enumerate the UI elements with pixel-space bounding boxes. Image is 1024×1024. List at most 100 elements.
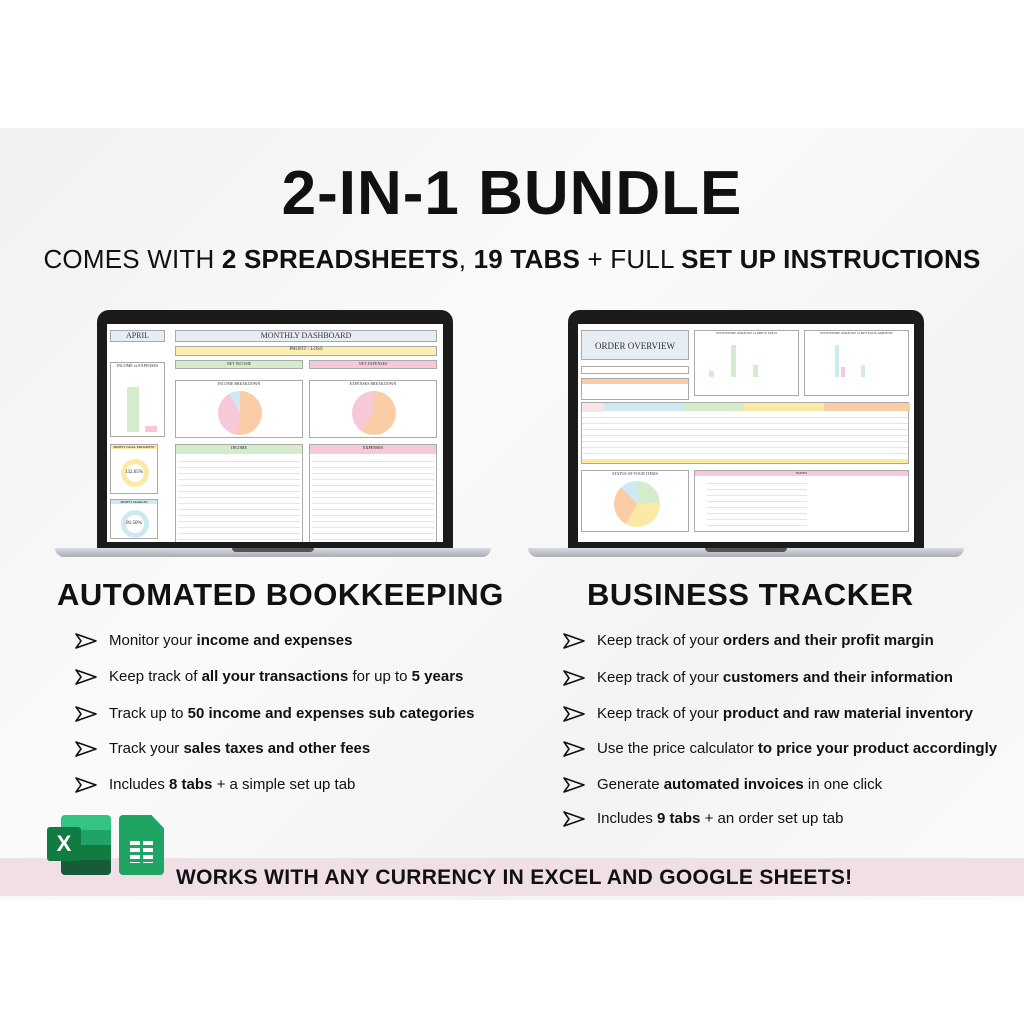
profit-goal-value: 132.65% bbox=[125, 470, 143, 475]
text: Generate bbox=[597, 776, 664, 793]
expenses-table bbox=[312, 456, 434, 541]
arrow-icon bbox=[75, 776, 97, 793]
bullet-text: Keep track of all your transactions for … bbox=[109, 668, 463, 685]
text: Keep track of your bbox=[597, 705, 723, 722]
tracker-heading: BUSINESS TRACKER bbox=[587, 577, 914, 612]
profit-goal-title: PROFIT GOAL PROGRESS bbox=[111, 445, 157, 449]
status-chart-title: STATUS OF YOUR ITEMS bbox=[612, 471, 658, 476]
bold-text: orders and their profit margin bbox=[722, 632, 934, 649]
bold-text: sales taxes and other fees bbox=[183, 740, 371, 757]
arrow-icon bbox=[75, 705, 97, 722]
arrow-icon bbox=[563, 705, 585, 722]
income-bar bbox=[127, 387, 139, 432]
arrow-icon bbox=[75, 632, 97, 649]
text: + a simple set up tab bbox=[212, 776, 356, 793]
left-feature-bullet: Includes 8 tabs + a simple set up tab bbox=[75, 776, 355, 793]
text: Keep track of your bbox=[597, 632, 723, 649]
banner-text: WORKS WITH ANY CURRENCY IN EXCEL AND GOO… bbox=[176, 866, 853, 889]
banner bbox=[0, 858, 1024, 896]
profit-margin-title: PROFIT MARGIN bbox=[111, 500, 157, 504]
left-feature-bullet: Keep track of all your transactions for … bbox=[75, 668, 463, 685]
text: Monitor your bbox=[109, 632, 197, 649]
bold-text: 19 TABS bbox=[473, 244, 580, 274]
bullet-text: Use the price calculator to price your p… bbox=[597, 740, 997, 757]
bookkeeping-screen: APRIL MONTHLY DASHBOARD PROFIT / LOSS IN… bbox=[107, 324, 443, 542]
google-sheets-icon bbox=[119, 815, 164, 875]
bullet-text: Keep track of your product and raw mater… bbox=[597, 705, 973, 722]
arrow-icon bbox=[563, 810, 585, 827]
right-feature-bullet: Includes 9 tabs + an order set up tab bbox=[563, 810, 843, 827]
profit-margin-donut bbox=[121, 510, 149, 538]
bold-text: customers and their information bbox=[722, 669, 953, 686]
text: in one click bbox=[803, 776, 883, 793]
excel-icon: X bbox=[47, 815, 111, 875]
right-feature-bullet: Keep track of your orders and their prof… bbox=[563, 632, 934, 649]
bold-text: 50 income and expenses sub categories bbox=[187, 705, 475, 722]
bold-text: automated invoices bbox=[663, 776, 804, 793]
net-expenses-label: NET EXPENSES bbox=[358, 361, 388, 366]
tracker-screen: ORDER OVERVIEW INVENTORY AMOUNT vs PRICE… bbox=[578, 324, 914, 542]
bold-text: income and expenses bbox=[196, 632, 353, 649]
orders-table bbox=[581, 402, 910, 464]
income-vs-expenses-title: INCOME vs EXPENSES bbox=[116, 363, 159, 368]
bullet-text: Includes 9 tabs + an order set up tab bbox=[597, 810, 843, 827]
income-table bbox=[178, 456, 300, 541]
text: for up to bbox=[348, 668, 412, 685]
bullet-text: Generate automated invoices in one click bbox=[597, 776, 882, 793]
arrow-icon bbox=[563, 740, 585, 757]
page-title: 2-IN-1 BUNDLE bbox=[281, 159, 743, 228]
text: Track your bbox=[109, 740, 184, 757]
bullet-text: Track up to 50 income and expenses sub c… bbox=[109, 705, 474, 722]
bullet-text: Includes 8 tabs + a simple set up tab bbox=[109, 776, 355, 793]
right-feature-bullet: Generate automated invoices in one click bbox=[563, 776, 882, 793]
bookkeeping-heading: AUTOMATED BOOKKEEPING bbox=[57, 577, 504, 612]
bold-text: 8 tabs bbox=[169, 776, 213, 793]
bullet-text: Keep track of your orders and their prof… bbox=[597, 632, 934, 649]
expenses-breakdown-title: EXPENSES BREAKDOWN bbox=[349, 381, 397, 386]
arrow-icon bbox=[563, 776, 585, 793]
left-feature-bullet: Track up to 50 income and expenses sub c… bbox=[75, 705, 474, 722]
expenses-bar bbox=[145, 426, 157, 432]
text: + FULL bbox=[580, 244, 682, 274]
left-feature-bullet: Monitor your income and expenses bbox=[75, 632, 352, 649]
bold-text: 5 years bbox=[411, 668, 464, 685]
arrow-icon bbox=[563, 669, 585, 686]
chart2-title: INVENTORY AMOUNT vs RESTOCK AMOUNT bbox=[820, 331, 893, 335]
bullet-text: Keep track of your customers and their i… bbox=[597, 669, 953, 686]
profit-loss-label: PROFIT / LOSS bbox=[289, 347, 323, 352]
text: Keep track of your bbox=[597, 669, 723, 686]
bold-text: all your transactions bbox=[201, 668, 349, 685]
expenses-pie bbox=[352, 391, 396, 435]
dashboard-title: MONTHLY DASHBOARD bbox=[260, 331, 352, 340]
text: Track up to bbox=[109, 705, 188, 722]
bold-text: product and raw material inventory bbox=[722, 705, 973, 722]
order-overview-title: ORDER OVERVIEW bbox=[594, 341, 676, 351]
status-pie bbox=[614, 481, 660, 527]
expenses-table-title: EXPENSES bbox=[310, 445, 436, 454]
left-feature-bullet: Track your sales taxes and other fees bbox=[75, 740, 370, 757]
bold-text: SET UP INSTRUCTIONS bbox=[681, 244, 981, 274]
income-pie bbox=[218, 391, 262, 435]
arrow-icon bbox=[75, 740, 97, 757]
month-label: APRIL bbox=[125, 331, 150, 340]
bold-text: 9 tabs bbox=[657, 810, 701, 827]
text: Keep track of bbox=[109, 668, 202, 685]
bold-text: to price your product accordingly bbox=[757, 740, 998, 757]
right-feature-bullet: Keep track of your customers and their i… bbox=[563, 669, 953, 686]
right-feature-bullet: Keep track of your product and raw mater… bbox=[563, 705, 973, 722]
arrow-icon bbox=[75, 668, 97, 685]
text: COMES WITH bbox=[43, 244, 222, 274]
net-income-label: NET INCOME bbox=[226, 361, 252, 366]
text: Includes bbox=[109, 776, 170, 793]
arrow-icon bbox=[563, 632, 585, 649]
profit-goal-donut bbox=[121, 459, 149, 487]
bullet-text: Monitor your income and expenses bbox=[109, 632, 352, 649]
income-table-title: INCOME bbox=[176, 445, 302, 454]
text: + an order set up tab bbox=[700, 810, 844, 827]
text: Use the price calculator bbox=[597, 740, 758, 757]
income-breakdown-title: INCOME BREAKDOWN bbox=[217, 381, 261, 386]
text: Includes bbox=[597, 810, 658, 827]
bullet-text: Track your sales taxes and other fees bbox=[109, 740, 370, 757]
right-feature-bullet: Use the price calculator to price your p… bbox=[563, 740, 997, 757]
profit-margin-value: 81.50% bbox=[126, 521, 142, 526]
